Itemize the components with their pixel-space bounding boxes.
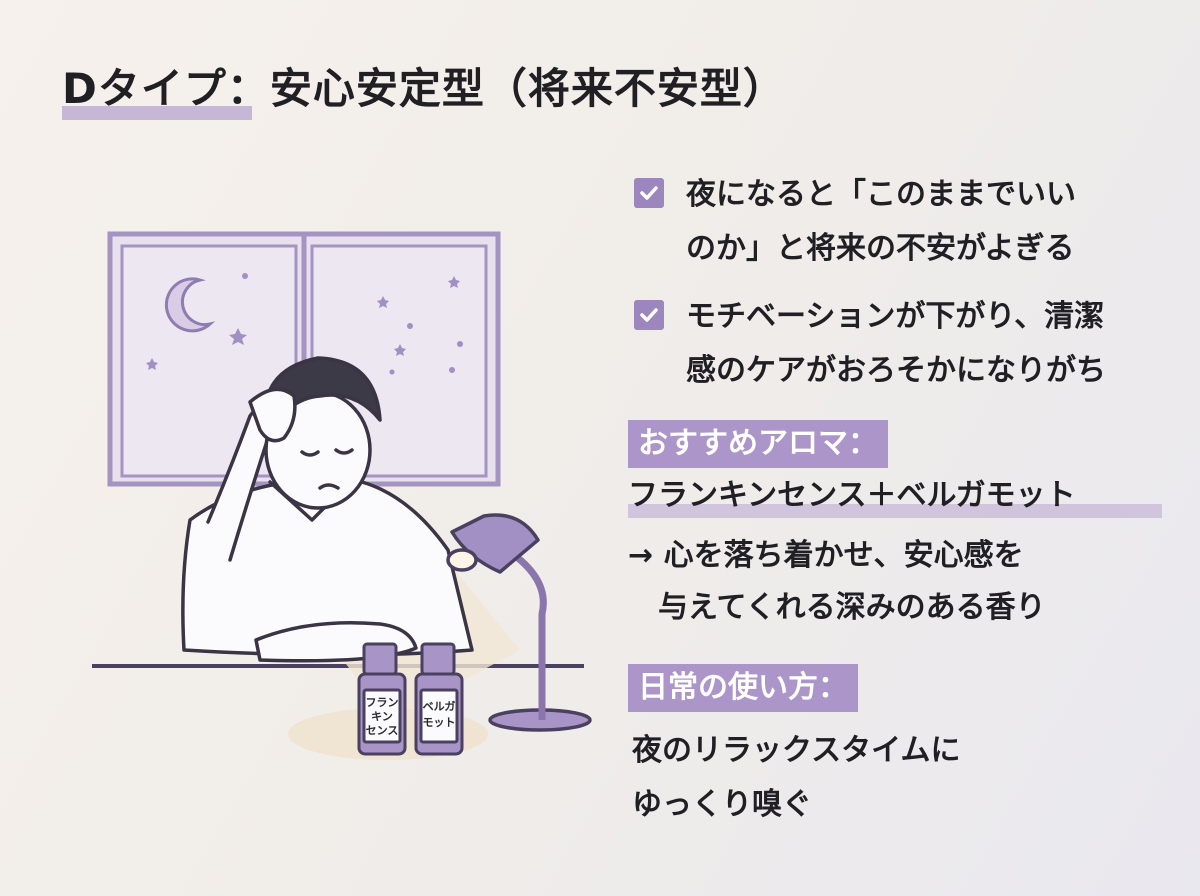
bottle-left-label-1: フラン [366,696,399,709]
check-icon [634,300,664,330]
title-block: Dタイプ：安心安定型（将来不安型） [62,58,786,120]
desk-lamp [446,513,592,732]
list-item: モチベーションが下がり、清潔 感のケアがおろそかになりがち [630,290,1170,398]
list-item: 夜になると「このままでいい のか」と将来の不安がよぎる [630,168,1170,276]
worried-man-illustration: フラン キン センス ベルガ モット [92,231,592,760]
usage-label: 日常の使い方： [628,664,858,712]
recommended-aroma-description: → 心を落ち着かせ、安心感を 与えてくれる深みのある香り [628,538,1046,625]
recommended-aroma-label: おすすめアロマ： [628,420,888,468]
bottle-bergamot [414,642,464,756]
recommended-aroma-name: フランキンセンス＋ベルガモット [628,478,1076,513]
check-icon [634,178,664,208]
bottle-left-label-3: センス [366,724,399,737]
bottle-right-label-1: ベルガ [423,699,456,713]
illustration: フラン キン センス ベルガ モット [80,220,600,784]
bottle-frankincense [357,642,407,756]
recommended-aroma-name-block: フランキンセンス＋ベルガモット [628,474,1162,518]
symptom-list: 夜になると「このままでいい のか」と将来の不安がよぎる モチベーションが下がり、… [630,168,1170,412]
aroma-name-highlight [628,504,1162,518]
title-highlight [62,106,252,120]
usage-text: 夜のリラックスタイムに ゆっくり嗅ぐ [632,733,961,822]
man [181,356,474,663]
bullet-text: モチベーションが下がり、清潔 感のケアがおろそかになりがち [686,299,1106,388]
bullet-text: 夜になると「このままでいい のか」と将来の不安がよぎる [686,177,1076,266]
bottle-left-label-2: キン [371,710,393,723]
moon-icon [164,277,216,333]
star-icons [146,273,463,375]
page-title: Dタイプ：安心安定型（将来不安型） [62,64,786,113]
bottle-right-label-2: モット [423,716,456,729]
